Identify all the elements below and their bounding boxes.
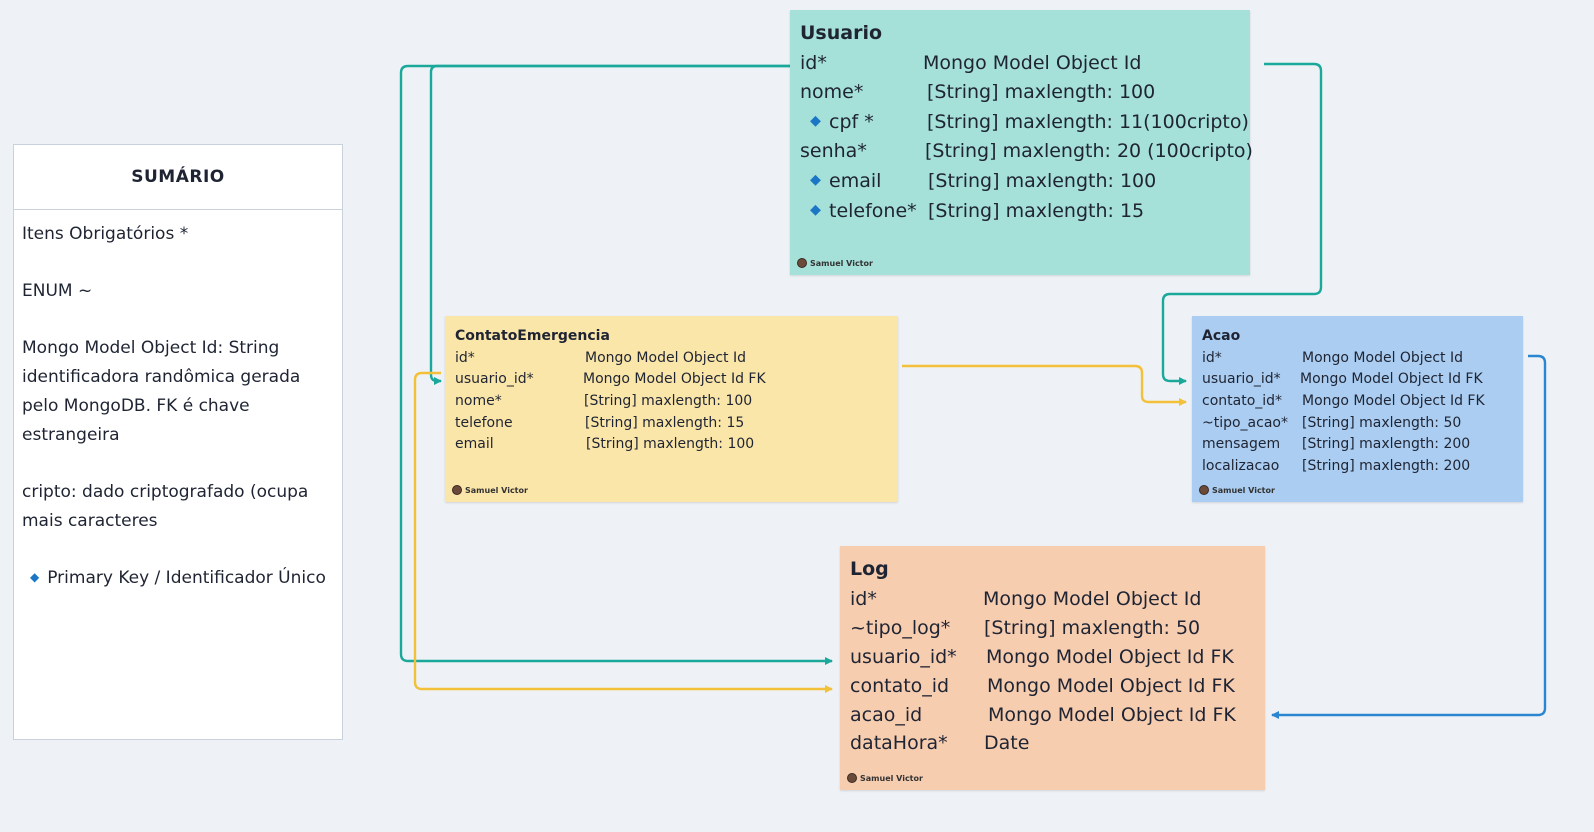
diamond-icon: ◆ bbox=[810, 202, 821, 219]
field-type: [String] maxlength: 15 bbox=[928, 200, 1145, 222]
field-row: ◆ email [String] maxlength: 100 bbox=[790, 170, 1250, 199]
field-type: Mongo Model Object Id bbox=[983, 588, 1202, 610]
author-name: Samuel Victor bbox=[810, 258, 873, 268]
entity-usuario[interactable]: Usuario id* Mongo Model Object Id nome* … bbox=[790, 10, 1253, 275]
field-type: [String] maxlength: 20 (100cripto) bbox=[925, 140, 1253, 162]
avatar-icon bbox=[452, 485, 462, 495]
field-row: nome* [String] maxlength: 100 bbox=[790, 81, 1250, 110]
summary-body: Itens Obrigatórios * ENUM ~ Mongo Model … bbox=[14, 210, 342, 594]
field-type: Mongo Model Object Id FK bbox=[987, 675, 1235, 697]
field-row: ◆ cpf * [String] maxlength: 11(100cripto… bbox=[790, 111, 1250, 140]
field-type: [String] maxlength: 100 bbox=[927, 81, 1156, 103]
entity-log[interactable]: Log id* Mongo Model Object Id ~tipo_log*… bbox=[840, 546, 1265, 790]
diamond-icon: ◆ bbox=[30, 570, 40, 584]
field-row: ◆ telefone* [String] maxlength: 15 bbox=[790, 200, 1250, 229]
field-name: localizacao bbox=[1202, 458, 1280, 474]
author-badge: Samuel Victor bbox=[1199, 485, 1275, 495]
field-name: dataHora* bbox=[850, 732, 948, 754]
field-name: usuario_id* bbox=[1202, 371, 1281, 387]
summary-line-object-id: Mongo Model Object Id: String identifica… bbox=[22, 338, 301, 445]
field-name: id* bbox=[850, 588, 877, 610]
summary-header: SUMÁRIO bbox=[14, 145, 342, 210]
field-type: Mongo Model Object Id FK bbox=[1300, 371, 1483, 387]
field-type: [String] maxlength: 11(100cripto) bbox=[927, 111, 1249, 133]
connector-contato-to-acao bbox=[902, 364, 1187, 406]
field-type: Mongo Model Object Id FK bbox=[583, 371, 766, 387]
entity-title: ContatoEmergencia bbox=[455, 328, 610, 344]
avatar-icon bbox=[1199, 485, 1209, 495]
field-name: id* bbox=[800, 52, 827, 74]
summary-panel: SUMÁRIO Itens Obrigatórios * ENUM ~ Mong… bbox=[13, 144, 343, 740]
field-name: usuario_id* bbox=[455, 371, 534, 387]
field-type: [String] maxlength: 200 bbox=[1302, 458, 1471, 474]
field-name: mensagem bbox=[1202, 436, 1281, 452]
field-type: Mongo Model Object Id FK bbox=[986, 646, 1234, 668]
field-name: email bbox=[455, 436, 494, 452]
author-name: Samuel Victor bbox=[1212, 485, 1275, 495]
entity-title: Acao bbox=[1202, 328, 1241, 344]
field-name: nome* bbox=[800, 81, 864, 103]
field-type: Mongo Model Object Id bbox=[585, 350, 746, 366]
author-name: Samuel Victor bbox=[860, 773, 923, 783]
field-type: [String] maxlength: 200 bbox=[1302, 436, 1471, 452]
field-type: [String] maxlength: 50 bbox=[984, 617, 1201, 639]
diamond-icon: ◆ bbox=[810, 113, 821, 130]
author-badge: Samuel Victor bbox=[797, 258, 873, 268]
author-name: Samuel Victor bbox=[465, 485, 528, 495]
field-row: senha* [String] maxlength: 20 (100cripto… bbox=[790, 140, 1253, 169]
field-row: id* Mongo Model Object Id bbox=[790, 52, 1250, 81]
avatar-icon bbox=[797, 258, 807, 268]
avatar-icon bbox=[847, 773, 857, 783]
field-name: contato_id bbox=[850, 675, 950, 697]
author-badge: Samuel Victor bbox=[452, 485, 528, 495]
field-type: [String] maxlength: 100 bbox=[928, 170, 1157, 192]
field-type: [String] maxlength: 100 bbox=[584, 393, 753, 409]
summary-line-cripto: cripto: dado criptografado (ocupa mais c… bbox=[22, 482, 309, 531]
field-type: Mongo Model Object Id bbox=[923, 52, 1142, 74]
field-type: Mongo Model Object Id FK bbox=[988, 704, 1236, 726]
author-badge: Samuel Victor bbox=[847, 773, 923, 783]
field-name: acao_id bbox=[850, 704, 923, 726]
field-name: contato_id* bbox=[1202, 393, 1283, 409]
field-type: [String] maxlength: 15 bbox=[585, 415, 745, 431]
field-name: cpf * bbox=[829, 111, 874, 133]
entity-acao[interactable]: Acao id* Mongo Model Object Id usuario_i… bbox=[1192, 316, 1523, 502]
field-name: nome* bbox=[455, 393, 502, 409]
field-type: Date bbox=[984, 732, 1030, 754]
entity-contato-emergencia[interactable]: ContatoEmergencia id* Mongo Model Object… bbox=[445, 316, 898, 502]
entity-title: Usuario bbox=[800, 22, 883, 44]
field-name: telefone bbox=[455, 415, 513, 431]
summary-line-required: Itens Obrigatórios * bbox=[22, 224, 189, 244]
field-name: id* bbox=[1202, 350, 1222, 366]
field-type: Mongo Model Object Id bbox=[1302, 350, 1463, 366]
entity-title: Log bbox=[850, 558, 889, 580]
field-type: [String] maxlength: 50 bbox=[1302, 415, 1462, 431]
summary-primary-key-label: Primary Key / Identificador Único bbox=[47, 568, 326, 588]
field-name: ~tipo_log* bbox=[850, 617, 951, 639]
summary-line-primary-key: ◆ Primary Key / Identificador Único bbox=[22, 564, 334, 594]
field-name: telefone* bbox=[829, 200, 917, 222]
field-name: id* bbox=[455, 350, 475, 366]
field-name: email bbox=[829, 170, 882, 192]
field-name: usuario_id* bbox=[850, 646, 957, 668]
field-name: senha* bbox=[800, 140, 867, 162]
field-type: [String] maxlength: 100 bbox=[586, 436, 755, 452]
field-type: Mongo Model Object Id FK bbox=[1302, 393, 1485, 409]
summary-line-enum: ENUM ~ bbox=[22, 281, 93, 301]
diamond-icon: ◆ bbox=[810, 172, 821, 189]
field-name: ~tipo_acao* bbox=[1202, 415, 1288, 431]
